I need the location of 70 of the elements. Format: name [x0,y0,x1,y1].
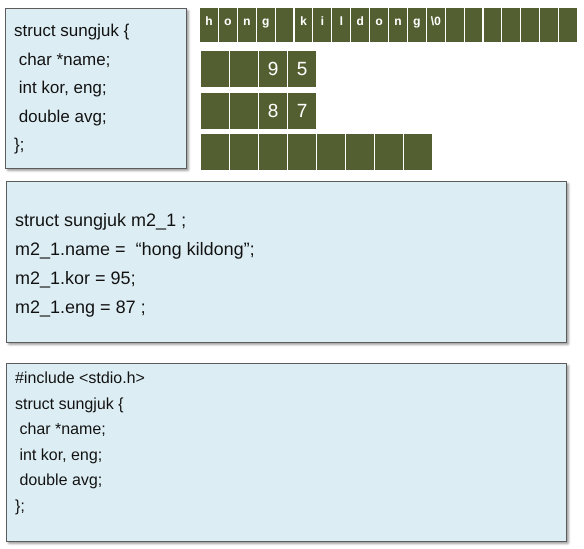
memory-cell [559,8,577,42]
stored-value: n [243,14,250,28]
memory-cell [259,93,287,129]
memory-cell [446,8,464,42]
code-line: #include <stdio.h> [15,369,145,389]
memory-cell [288,51,316,87]
memory-cell [502,8,520,42]
memory-cell [200,8,218,42]
stored-value: g [413,14,420,28]
code-box [5,8,187,169]
stored-value: i [320,14,324,28]
code-line: struct sungjuk m2_1 ; [15,209,186,232]
code-line: struct sungjuk { [14,20,130,42]
memory-cell [464,8,482,42]
stored-value: o [224,14,232,28]
stored-value: h [205,14,213,28]
memory-cell [288,93,316,129]
code-line: m2_1.kor = 95; [15,267,136,290]
stored-value: 9 [268,58,278,82]
memory-cell [375,134,403,170]
memory-cell [259,51,287,87]
code-box [6,363,567,542]
memory-cell [238,8,256,42]
stored-value: k [300,14,307,28]
stored-value: 8 [268,100,278,124]
memory-cell [230,93,258,129]
memory-cell [201,93,229,129]
memory-cell [484,8,502,42]
memory-cell [256,8,275,42]
memory-cell [346,134,374,170]
memory-cell [201,51,229,87]
memory-cell [408,8,426,42]
code-line: int kor, eng; [18,446,102,466]
code-line: }; [14,134,24,156]
stored-value: \0 [430,14,441,28]
code-line: int kor, eng; [18,77,107,99]
memory-cell [426,8,445,42]
memory-cell [230,134,258,170]
memory-cell [317,134,345,170]
code-line: char *name; [18,48,110,70]
stored-value: o [375,14,383,28]
memory-cell [404,134,432,170]
memory-cell [370,8,388,42]
memory-cell [218,8,237,42]
memory-cell [276,8,294,42]
code-line: struct sungjuk { [15,394,124,415]
memory-cell [294,8,312,42]
memory-cell [313,8,332,42]
code-line: }; [15,496,25,517]
code-line: double avg; [18,106,107,128]
memory-cell [230,51,258,87]
memory-cell [259,134,287,170]
code-line: double avg; [18,471,102,492]
code-box [6,181,567,343]
memory-cell [201,134,229,170]
code-line: m2_1.name = “hong kildong”; [15,238,255,261]
code-line: m2_1.eng = 87 ; [15,296,146,319]
stored-value: 5 [296,58,308,82]
stored-value: g [262,14,270,28]
memory-cell [521,8,540,42]
stored-value: 7 [296,100,308,124]
stored-value: d [356,14,364,28]
stored-value: l [340,14,343,28]
code-line: char *name; [18,420,106,440]
memory-cell [288,134,316,170]
memory-cell [332,8,350,42]
memory-cell [540,8,558,42]
memory-cell [389,8,407,42]
stored-value: n [394,14,402,28]
memory-cell [351,8,370,42]
